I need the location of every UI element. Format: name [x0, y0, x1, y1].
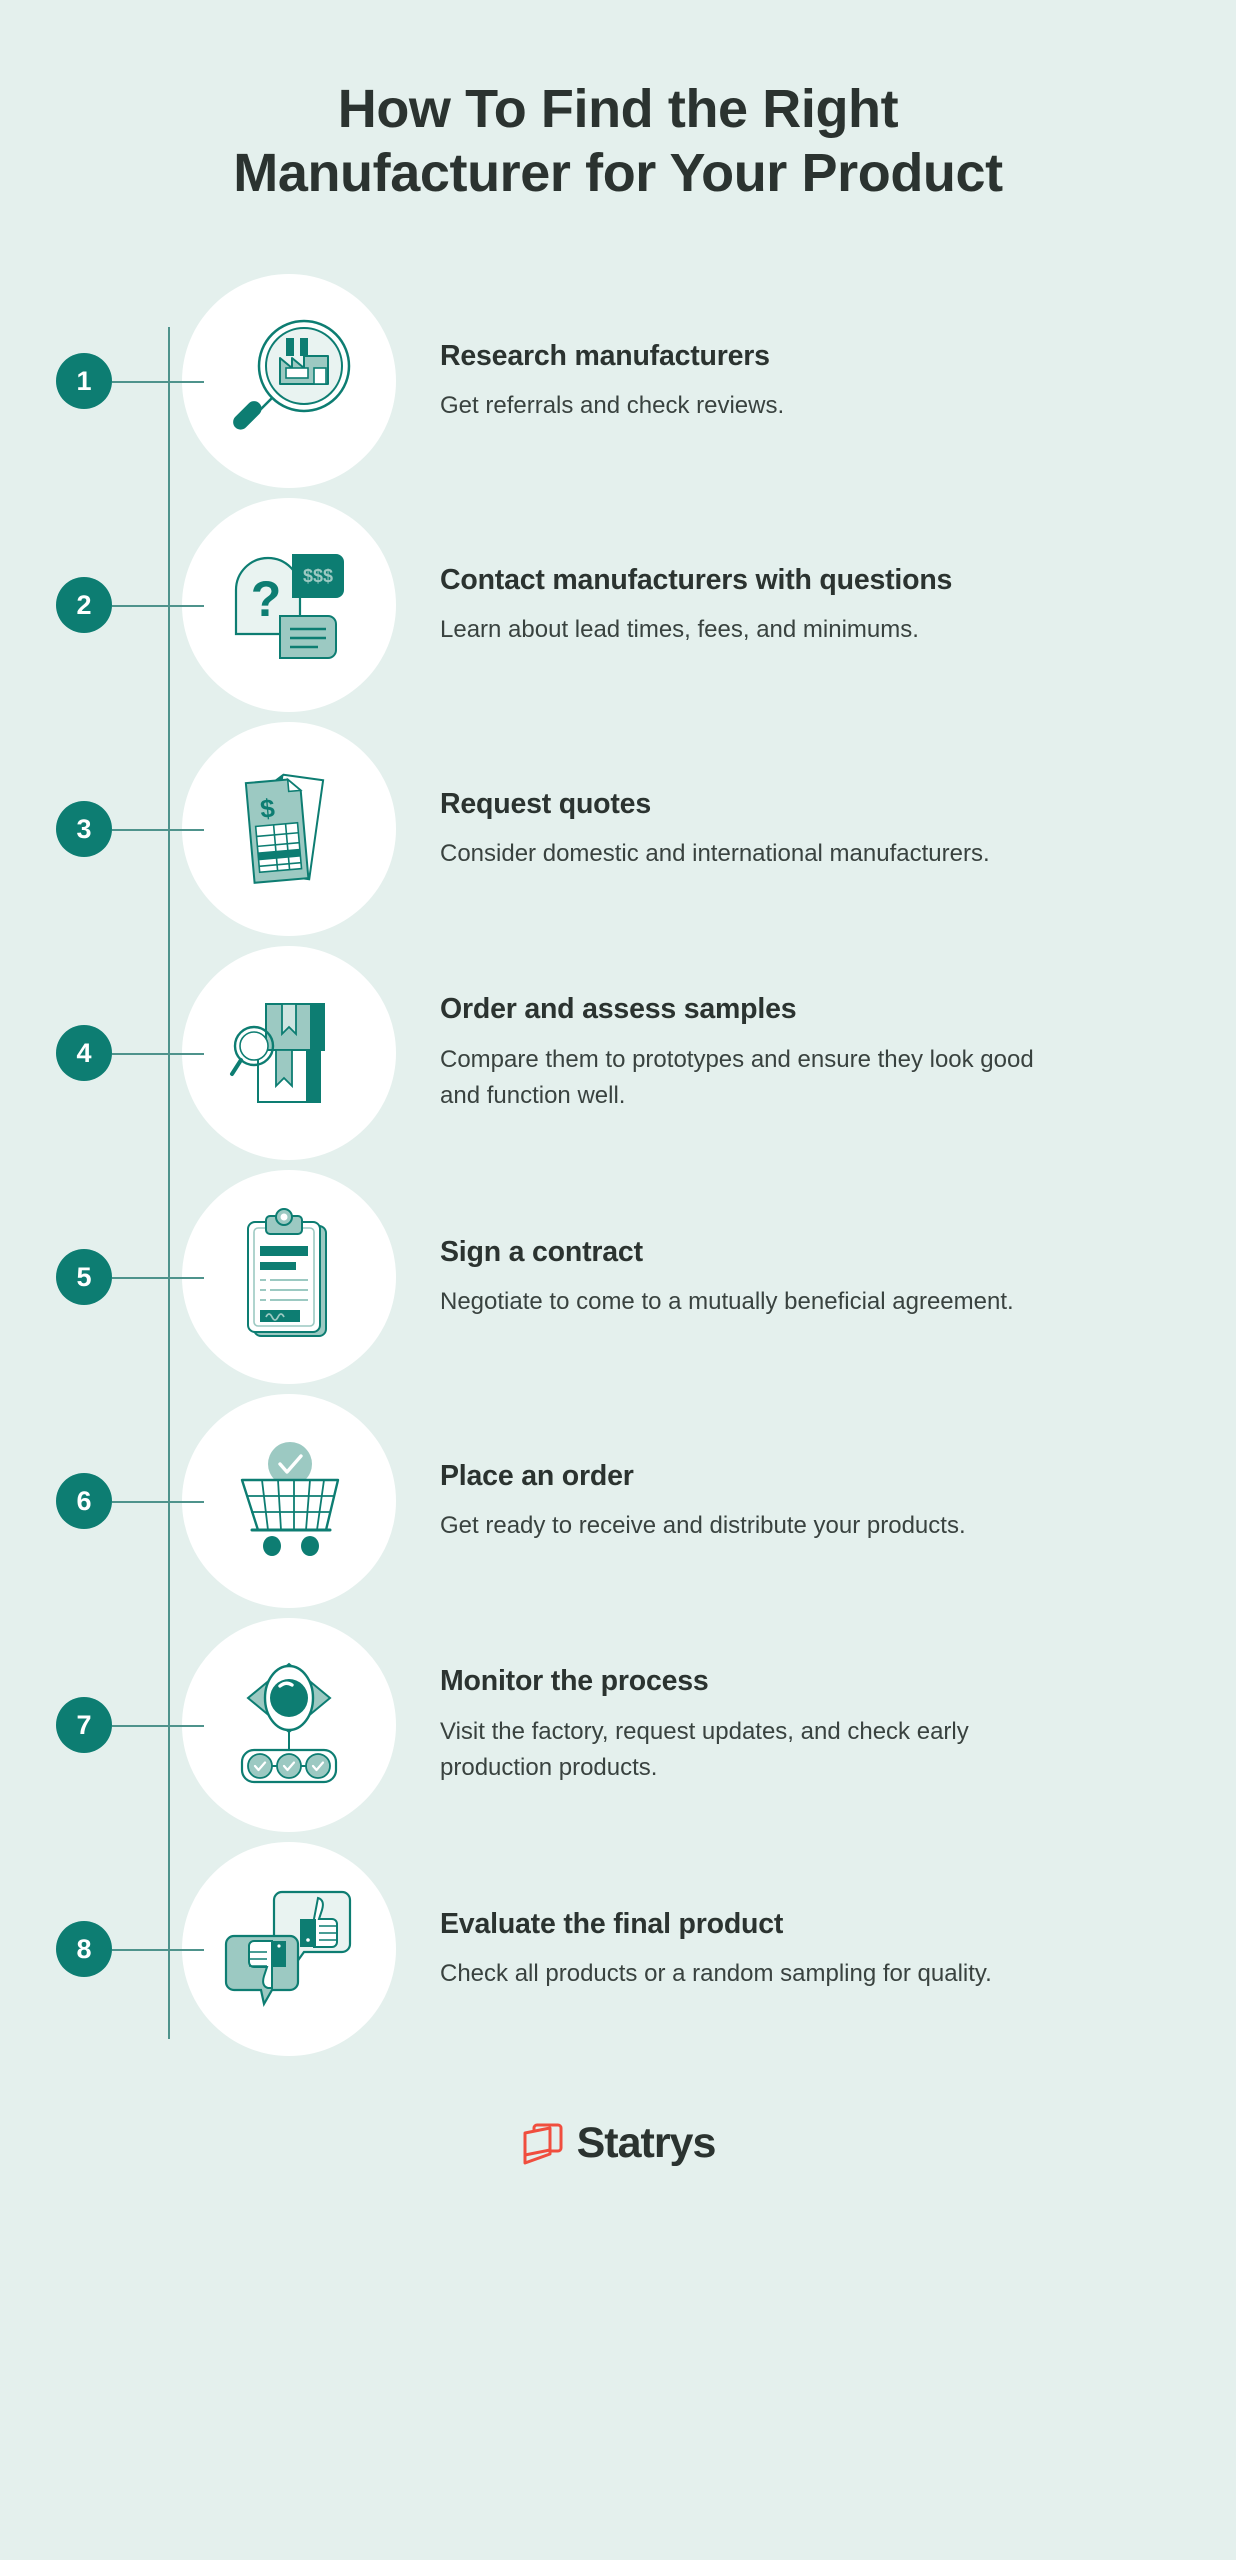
step-connector-line: [112, 829, 204, 832]
step-item: 8: [0, 1837, 1236, 2061]
step-number-badge: 4: [56, 1025, 112, 1082]
clipboard-contract-icon: [247, 1208, 327, 1338]
step-icon-wrap: [174, 946, 404, 1161]
step-number-badge: 8: [56, 1921, 112, 1978]
step-title: Request quotes: [440, 787, 651, 820]
brand-name: Statrys: [576, 2119, 717, 2168]
step-number-badge: 1: [56, 353, 112, 410]
step-description: Get referrals and check reviews.: [440, 391, 785, 419]
question-chat-bubbles-icon: ? $$$: [234, 554, 344, 660]
page-title: How To Find the Right Manufacturer for Y…: [0, 0, 1236, 205]
step-connector-line: [112, 605, 204, 608]
step-number-badge: 5: [56, 1249, 112, 1306]
step-icon-wrap: [174, 1170, 404, 1385]
step-number-badge: 2: [56, 577, 112, 634]
step-item: 2 ? $$$ Contact manufacturers with quest…: [0, 493, 1236, 717]
step-icon-disc: [182, 274, 396, 489]
step-connector-line: [112, 1949, 204, 1952]
step-badge-wrap: 5: [0, 1249, 204, 1306]
step-item: 5: [0, 1165, 1236, 1389]
step-icon-disc: [182, 1842, 396, 2057]
step-description: Learn about lead times, fees, and minimu…: [440, 615, 919, 643]
step-item: 3 $: [0, 717, 1236, 941]
step-text: Evaluate the final product Check all pro…: [404, 1907, 1236, 1993]
step-icon-disc: $: [182, 722, 396, 937]
step-title: Evaluate the final product: [440, 1907, 784, 1940]
step-icon-wrap: [174, 1842, 404, 2057]
step-icon-disc: ? $$$: [182, 498, 396, 713]
step-description: Negotiate to come to a mutually benefici…: [440, 1287, 1014, 1315]
step-text: Request quotes Consider domestic and int…: [404, 787, 1236, 873]
step-title: Place an order: [440, 1459, 634, 1492]
step-number-badge: 6: [56, 1473, 112, 1530]
eye-conveyor-icon: [240, 1663, 338, 1784]
step-title: Contact manufacturers with questions: [440, 563, 953, 596]
thumbs-down-bubble: [224, 1935, 300, 2008]
step-title: Sign a contract: [440, 1235, 643, 1268]
step-icon-wrap: $: [174, 722, 404, 937]
invoice-documents-icon: $: [244, 774, 325, 885]
step-badge-wrap: 7: [0, 1697, 204, 1754]
step-text: Place an order Get ready to receive and …: [404, 1459, 1236, 1545]
page-title-line-2: Manufacturer for Your Product: [233, 142, 1003, 203]
step-icon-wrap: [174, 1618, 404, 1833]
step-icon-disc: [182, 1618, 396, 1833]
step-text: Monitor the process Visit the factory, r…: [404, 1664, 1236, 1786]
step-title: Monitor the process: [440, 1665, 709, 1698]
step-number-badge: 7: [56, 1697, 112, 1754]
step-icon-wrap: [174, 274, 404, 489]
step-icon-disc: [182, 1394, 396, 1609]
step-icon-disc: [182, 1170, 396, 1385]
step-item: 7: [0, 1613, 1236, 1837]
step-description: Get ready to receive and distribute your…: [440, 1511, 966, 1539]
shopping-cart-check-icon: [240, 1442, 340, 1557]
step-title: Research manufacturers: [440, 339, 770, 372]
step-text: Order and assess samples Compare them to…: [404, 992, 1236, 1114]
step-text: Contact manufacturers with questions Lea…: [404, 563, 1236, 649]
footer-logo[interactable]: Statrys: [0, 2101, 1236, 2168]
step-title: Order and assess samples: [440, 993, 797, 1026]
step-description: Consider domestic and international manu…: [440, 839, 990, 867]
boxes-magnifier-icon: [230, 1003, 325, 1104]
step-text: Research manufacturers Get referrals and…: [404, 339, 1236, 425]
step-icon-wrap: ? $$$: [174, 498, 404, 713]
dollar-label: $: [259, 793, 277, 824]
step-icon-wrap: [174, 1394, 404, 1609]
step-description: Visit the factory, request updates, and …: [440, 1717, 969, 1782]
magnifier-factory-icon: [233, 320, 351, 431]
timeline-spine: [168, 327, 170, 2040]
step-description: Compare them to prototypes and ensure th…: [440, 1045, 1034, 1110]
step-item: 1 Re: [0, 269, 1236, 493]
step-connector-line: [112, 1277, 204, 1280]
step-connector-line: [112, 1501, 204, 1504]
step-description: Check all products or a random sampling …: [440, 1959, 992, 1987]
step-icon-disc: [182, 946, 396, 1161]
step-text: Sign a contract Negotiate to come to a m…: [404, 1235, 1236, 1321]
step-badge-wrap: 2: [0, 577, 204, 634]
step-badge-wrap: 6: [0, 1473, 204, 1530]
step-badge-wrap: 1: [0, 353, 204, 410]
steps-list: 1 Re: [0, 269, 1236, 2101]
step-badge-wrap: 4: [0, 1025, 204, 1082]
thumbs-up-down-bubbles-icon: [224, 1891, 352, 2008]
svg-text:?: ?: [251, 571, 282, 627]
step-number-badge: 3: [56, 801, 112, 858]
money-label: $$$: [303, 566, 333, 586]
step-badge-wrap: 3: [0, 801, 204, 858]
step-connector-line: [112, 1053, 204, 1056]
step-item: 4 Order and assess samples Com: [0, 941, 1236, 1165]
step-connector-line: [112, 381, 204, 384]
step-badge-wrap: 8: [0, 1921, 204, 1978]
step-item: 6: [0, 1389, 1236, 1613]
step-connector-line: [112, 1725, 204, 1728]
statrys-cards-logo-icon: [523, 2123, 563, 2165]
page-title-line-1: How To Find the Right: [337, 79, 899, 139]
